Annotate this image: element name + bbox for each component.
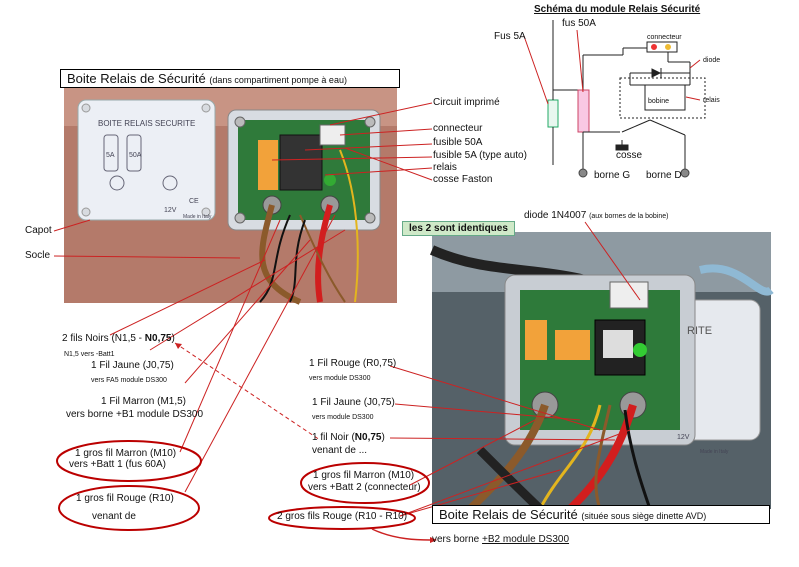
note-noir-c: ) <box>381 432 385 443</box>
left-photo <box>64 86 397 305</box>
note-marron-sub: vers borne +B1 module DS300 <box>66 409 204 420</box>
left-photo-title: Boite Relais de Sécurité (dans compartim… <box>60 69 400 88</box>
note-jaune: 1 Fil Jaune (J0,75) <box>91 360 174 371</box>
borne-d-label: borne D <box>646 170 682 181</box>
lid-text: BOITE RELAIS SECURITE <box>98 119 196 128</box>
note-gros-rouge: 1 gros fil Rouge (R10) <box>76 493 174 504</box>
lbl-fusible5: fusible 5A (type auto) <box>433 150 527 161</box>
note-jaune-sub: vers FA5 module DS300 <box>91 377 167 384</box>
note-gros-marron-sub: vers +Batt 1 (fus 60A) <box>69 459 166 470</box>
note-noirs-sub: N1,5 vers -Batt1 <box>64 351 115 358</box>
note-noir-sub: venant de ... <box>312 445 368 456</box>
relais-label: relais <box>703 97 720 104</box>
note-noirs-a: 2 fils Noirs (N1,5 - <box>62 333 145 344</box>
note-noir-a: 1 fil Noir ( <box>312 432 355 443</box>
note-noir-b: N0,75 <box>354 432 382 443</box>
borne-g-label: borne G <box>594 170 631 181</box>
right-title-main: Boite Relais de Sécurité <box>439 507 578 522</box>
left-title-main: Boite Relais de Sécurité <box>67 71 206 86</box>
note-noir-075: 1 fil Noir (N0,75) <box>312 432 385 444</box>
cosse-label: cosse <box>616 150 643 161</box>
note-rouge-075-sub: vers module DS300 <box>309 375 371 382</box>
note-b2-a: vers borne <box>432 534 483 545</box>
lid-voltage: 12V <box>164 207 177 214</box>
connecteur-label: connecteur <box>647 34 682 41</box>
note-jaune-075: 1 Fil Jaune (J0,75) <box>312 397 395 408</box>
left-title-sub: (dans compartiment pompe à eau) <box>209 75 347 85</box>
note-rouge-075: 1 Fil Rouge (R0,75) <box>309 358 397 369</box>
note-noirs-b: N0,75 <box>144 333 172 344</box>
identiques-tag: les 2 sont identiques <box>402 221 515 236</box>
right-diode-label: diode 1N4007 (aux bornes de la bobine) <box>524 210 668 223</box>
diode-label: diode <box>703 57 721 64</box>
note-gros-marron: 1 gros fil Marron (M10) <box>75 448 177 459</box>
lid-fuse2: 50A <box>129 152 142 159</box>
lbl-fusible50: fusible 50A <box>433 137 483 148</box>
note-marron: 1 Fil Marron (M1,5) <box>101 396 187 407</box>
right-lid-text: RITE <box>687 325 713 337</box>
right-photo <box>429 232 774 513</box>
diode-note: (aux bornes de la bobine) <box>589 213 669 220</box>
right-photo-title: Boite Relais de Sécurité (située sous si… <box>432 505 770 524</box>
right-lid-voltage: 12V <box>677 434 690 441</box>
note-gros-rouges: 2 gros fils Rouge (R10 - R10) <box>277 511 408 522</box>
lbl-socle: Socle <box>25 250 51 261</box>
bobine-label: bobine <box>648 98 670 105</box>
note-gros-rouge-sub: venant de <box>92 511 136 522</box>
note-gros-marron-2-sub: vers +Batt 2 (connecteur) <box>308 482 421 493</box>
lbl-capot: Capot <box>25 225 52 236</box>
lid-ce: CE <box>189 198 199 205</box>
note-noirs: 2 fils Noirs (N1,5 - N0,75) <box>62 333 175 345</box>
lbl-connecteur: connecteur <box>433 123 483 134</box>
right-lid-made: Made in Italy <box>700 449 729 455</box>
note-jaune-075-sub: vers module DS300 <box>312 414 374 421</box>
right-title-sub: (située sous siège dinette AVD) <box>581 511 707 521</box>
lid-made: Made in Italy <box>183 214 212 220</box>
note-noirs-c: ) <box>171 333 175 344</box>
fus5-label: Fus 5A <box>494 31 526 42</box>
fus50-label: fus 50A <box>562 18 596 29</box>
lbl-circuit: Circuit imprimé <box>433 97 500 108</box>
diode-name: diode 1N4007 <box>524 210 587 221</box>
note-b2-b: +B2 module DS300 <box>482 534 570 545</box>
lbl-cosse: cosse Faston <box>433 174 493 185</box>
note-b2: vers borne +B2 module DS300 <box>432 534 569 546</box>
lbl-relais: relais <box>433 162 457 173</box>
lid-fuse1: 5A <box>106 152 115 159</box>
schematic-title: Schéma du module Relais Sécurité <box>534 4 701 15</box>
relay-schematic <box>547 20 706 178</box>
note-gros-marron-2: 1 gros fil Marron (M10) <box>313 470 415 481</box>
